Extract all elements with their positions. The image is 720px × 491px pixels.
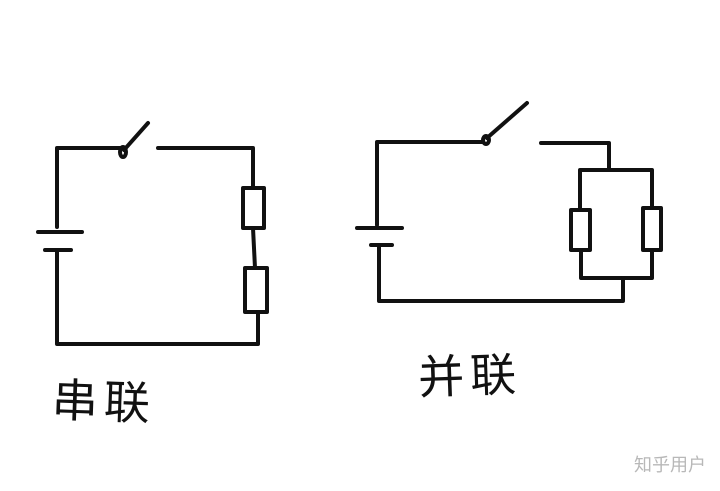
resistor bbox=[569, 208, 592, 252]
wire bbox=[539, 141, 611, 172]
wire bbox=[375, 140, 484, 227]
wire bbox=[377, 243, 625, 303]
wire bbox=[55, 146, 122, 229]
switch-pivot bbox=[481, 134, 491, 146]
switch-pivot bbox=[118, 145, 128, 159]
wire bbox=[578, 168, 654, 212]
resistor bbox=[243, 266, 269, 314]
wire bbox=[156, 146, 255, 190]
series-circuit bbox=[36, 121, 269, 346]
wire bbox=[251, 226, 257, 270]
wire bbox=[55, 250, 260, 346]
switch-arm bbox=[122, 121, 150, 152]
wire bbox=[579, 248, 654, 280]
switch-arm bbox=[485, 101, 529, 140]
watermark: 知乎用户 bbox=[634, 455, 706, 476]
parallel-label: 并联 bbox=[417, 347, 524, 405]
parallel-circuit bbox=[355, 101, 663, 303]
resistor bbox=[641, 206, 663, 252]
resistor bbox=[241, 186, 266, 230]
series-label: 串联 bbox=[50, 373, 157, 431]
